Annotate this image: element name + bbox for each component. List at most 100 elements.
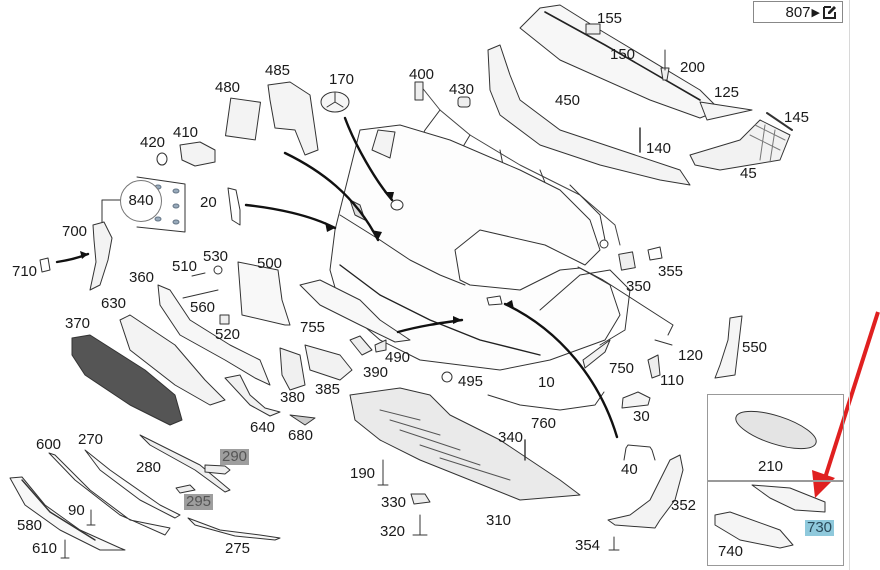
part-label-410[interactable]: 410 [173,124,199,141]
part-155 [585,23,601,35]
part-680 [289,414,316,426]
part-320 [412,514,428,536]
part-label-450[interactable]: 450 [555,92,581,109]
part-700 [89,221,113,291]
part-840 [136,176,186,233]
part-label-310[interactable]: 310 [486,512,512,529]
part-label-500[interactable]: 500 [257,255,283,272]
part-label-485[interactable]: 485 [265,62,291,79]
part-label-755[interactable]: 755 [300,319,326,336]
drawing-border [849,0,850,570]
part-label-125[interactable]: 125 [714,84,740,101]
part-label-320[interactable]: 320 [380,523,406,540]
part-label-710[interactable]: 710 [12,263,38,280]
part-label-680[interactable]: 680 [288,427,314,444]
part-450 [487,44,691,186]
part-label-120[interactable]: 120 [678,347,704,364]
part-label-580[interactable]: 580 [17,517,43,534]
part-label-280[interactable]: 280 [136,459,162,476]
part-label-385[interactable]: 385 [315,381,341,398]
part-label-210[interactable]: 210 [758,458,784,475]
part-label-750[interactable]: 750 [609,360,635,377]
part-label-495[interactable]: 495 [458,373,484,390]
inset-panel-210 [707,394,844,482]
part-410 [179,141,216,167]
part-label-350[interactable]: 350 [626,278,652,295]
part-630 [119,314,226,406]
part-label-10[interactable]: 10 [538,374,555,391]
part-label-110[interactable]: 110 [660,372,684,389]
part-45 [689,119,791,171]
arrow-right-icon: ▶ [811,6,820,19]
part-label-430[interactable]: 430 [449,81,475,98]
part-355 [647,246,663,261]
part-label-355[interactable]: 355 [658,263,684,280]
part-420 [156,152,168,166]
part-label-295[interactable]: 295 [184,493,214,510]
part-label-140[interactable]: 140 [646,140,672,157]
part-label-390[interactable]: 390 [363,364,389,381]
part-label-420[interactable]: 420 [140,134,166,151]
part-label-480[interactable]: 480 [215,79,241,96]
part-label-490[interactable]: 490 [385,349,411,366]
part-label-45[interactable]: 45 [740,165,757,182]
part-430 [457,96,471,108]
part-730 [751,484,826,513]
part-label-190[interactable]: 190 [350,465,376,482]
part-485 [267,81,319,156]
part-label-330[interactable]: 330 [381,494,407,511]
part-label-40[interactable]: 40 [621,461,638,478]
part-label-400[interactable]: 400 [409,66,435,83]
reference-link-button[interactable]: 807 ▶ [753,1,843,23]
part-label-145[interactable]: 145 [784,109,810,126]
part-label-740[interactable]: 740 [718,543,744,560]
part-label-640[interactable]: 640 [250,419,276,436]
part-label-840[interactable]: 840 [120,180,162,222]
part-label-20[interactable]: 20 [200,194,217,211]
part-110 [647,354,661,379]
part-label-360[interactable]: 360 [129,269,155,286]
part-label-354[interactable]: 354 [575,537,601,554]
part-480 [225,97,261,141]
part-label-510[interactable]: 510 [172,258,198,275]
part-label-550[interactable]: 550 [742,339,768,356]
part-label-380[interactable]: 380 [280,389,306,406]
part-label-170[interactable]: 170 [329,71,355,88]
part-190 [377,459,389,486]
part-label-560[interactable]: 560 [190,299,216,316]
part-label-90[interactable]: 90 [68,502,85,519]
edit-icon [823,6,836,19]
part-740 [714,511,794,549]
part-label-520[interactable]: 520 [215,326,241,343]
part-755 [299,279,411,343]
part-750 [582,339,611,369]
part-label-730[interactable]: 730 [805,519,835,536]
part-label-200[interactable]: 200 [680,59,706,76]
leader-arrow-20 [244,203,337,230]
part-495 [441,371,453,383]
part-200 [660,49,670,81]
part-label-150[interactable]: 150 [610,46,636,63]
part-760 [487,391,605,411]
part-label-340[interactable]: 340 [498,429,524,446]
part-280 [139,434,231,493]
part-label-760[interactable]: 760 [531,415,557,432]
part-210 [735,410,817,450]
part-label-610[interactable]: 610 [32,540,58,557]
part-label-530[interactable]: 530 [203,248,229,265]
part-label-630[interactable]: 630 [101,295,127,312]
part-label-700[interactable]: 700 [62,223,88,240]
part-label-600[interactable]: 600 [36,436,62,453]
part-370 [71,334,183,426]
part-label-370[interactable]: 370 [65,315,91,332]
part-label-30[interactable]: 30 [633,408,650,425]
part-710 [39,257,51,273]
part-label-270[interactable]: 270 [78,431,104,448]
part-label-155[interactable]: 155 [597,10,623,27]
part-label-275[interactable]: 275 [225,540,251,557]
part-label-290[interactable]: 290 [220,448,250,465]
part-275 [187,517,281,541]
part-550 [714,315,743,379]
part-label-352[interactable]: 352 [671,497,697,514]
